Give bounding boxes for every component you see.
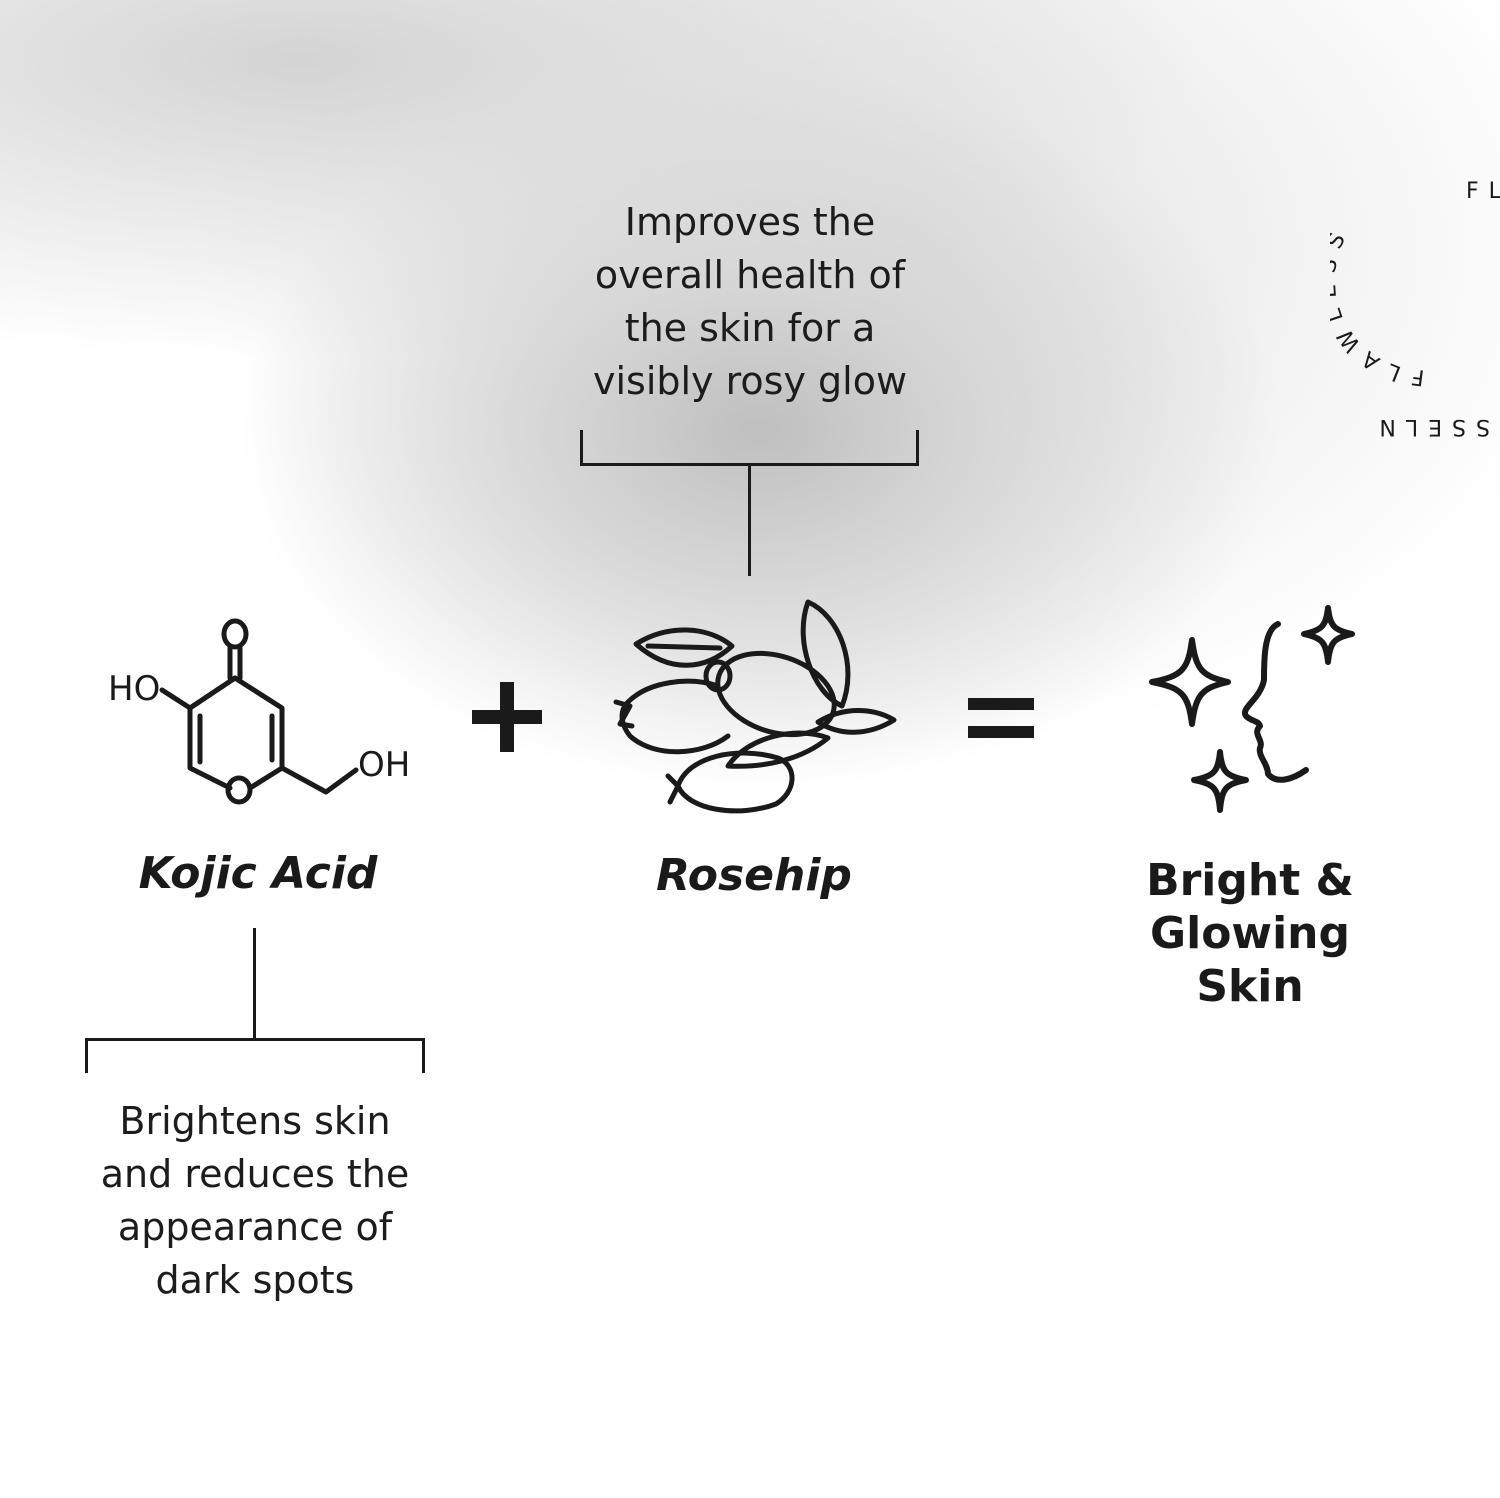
brand-ring-corner-text: FL bbox=[1466, 179, 1500, 204]
kojic-benefit-line: dark spots bbox=[155, 1258, 355, 1302]
result-line: Glowing bbox=[1150, 908, 1350, 959]
rosehip-benefit-line: visibly rosy glow bbox=[592, 359, 908, 403]
glowing-skin-icon bbox=[1149, 605, 1355, 813]
result-text: Bright & Glowing Skin bbox=[1100, 854, 1400, 1013]
rosehip-benefit-line: Improves the bbox=[624, 200, 876, 244]
rosehip-icon bbox=[613, 599, 897, 814]
kojic-benefit-line: appearance of bbox=[117, 1205, 393, 1249]
hydroxyl-left-label: HO bbox=[108, 669, 160, 709]
brand-ring-bottom-text: SSELN bbox=[1369, 414, 1490, 439]
ingredient-kojic-acid-label: Kojic Acid bbox=[138, 848, 378, 899]
rosehip-benefit-text: Improves the overall health of the skin … bbox=[560, 196, 940, 408]
brand-ring-logo: FLAWLESS FL SSELN bbox=[1330, 179, 1500, 439]
kojic-benefit-text: Brightens skin and reduces the appearanc… bbox=[70, 1095, 440, 1307]
result-line: Skin bbox=[1196, 961, 1304, 1012]
rosehip-benefit-line: the skin for a bbox=[624, 306, 876, 350]
brand-ring-top-text: FLAWLESS bbox=[1330, 220, 1426, 389]
ingredient-rosehip-label: Rosehip bbox=[656, 850, 852, 901]
hydroxyl-right-label: OH bbox=[358, 745, 410, 785]
kojic-benefit-line: Brightens skin bbox=[119, 1099, 391, 1143]
kojic-acid-molecule-icon: HO OH bbox=[108, 618, 410, 805]
kojic-benefit-line: and reduces the bbox=[100, 1152, 410, 1196]
result-line: Bright & bbox=[1146, 855, 1354, 906]
rosehip-benefit-line: overall health of bbox=[594, 253, 906, 297]
